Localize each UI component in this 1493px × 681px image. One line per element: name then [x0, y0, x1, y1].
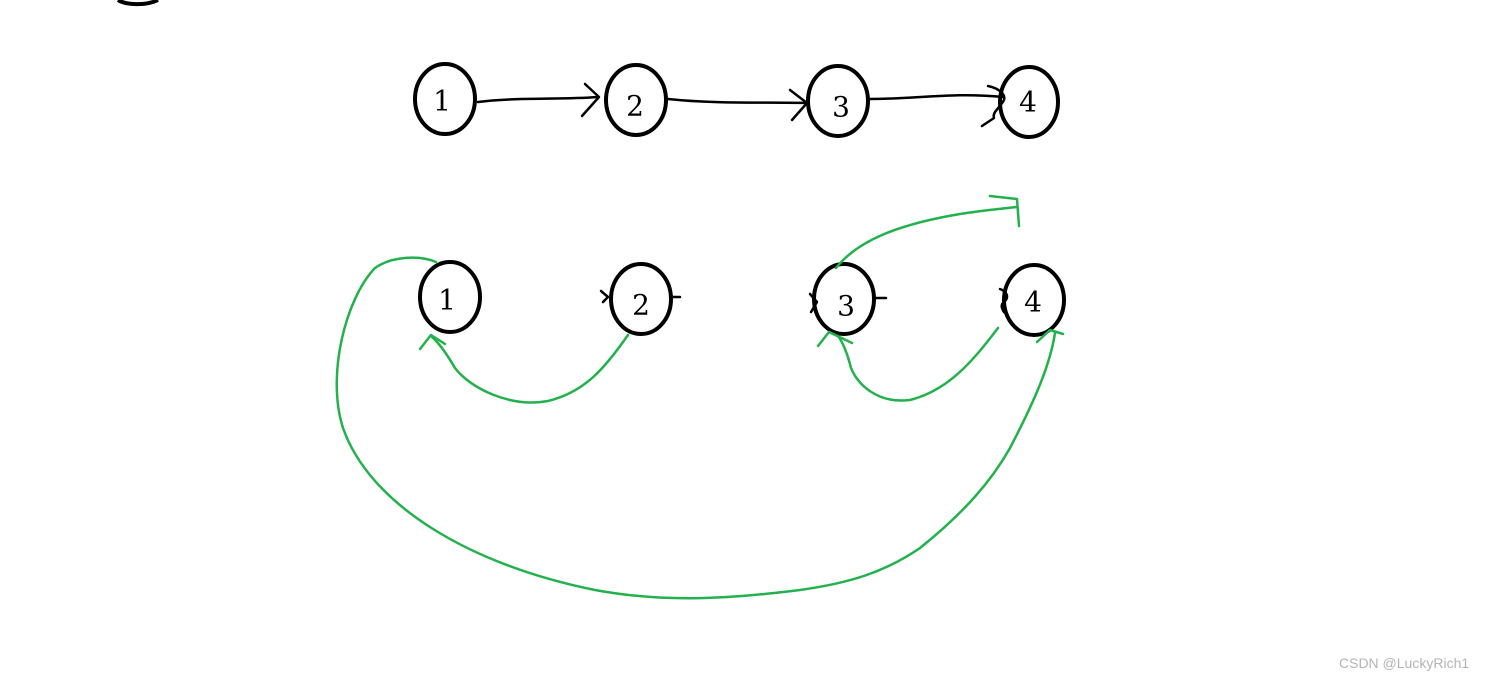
bottom-node-3: 3 [812, 262, 876, 336]
bottom-node-4: 4 [1002, 263, 1066, 337]
bottom-node-2-label: 2 [632, 289, 650, 322]
bottom-node-2-outline [609, 262, 673, 336]
top-arrow-2-to-3 [666, 97, 810, 105]
top-node-4: 4 [998, 65, 1060, 139]
green-arrowhead-1 [418, 333, 447, 351]
top-node-3-label: 3 [832, 91, 850, 124]
green-arrowhead-3 [816, 330, 854, 348]
bottom-node-2: 2 [609, 262, 673, 336]
stub-node-2-left [599, 289, 610, 304]
watermark: CSDN @LuckyRich1 [1339, 655, 1469, 671]
green-arrow-2-to-1 [430, 333, 630, 404]
top-node-3: 3 [806, 64, 870, 138]
stub-node-4-left [998, 287, 1009, 314]
top-node-2-label: 2 [626, 90, 644, 123]
top-row: 1 2 3 4 [413, 62, 1060, 139]
green-arrowhead-4 [1035, 328, 1065, 344]
bottom-node-3-label: 3 [837, 290, 855, 323]
top-arrowhead-3 [788, 88, 809, 122]
top-node-2: 2 [604, 63, 668, 137]
top-node-1-label: 1 [433, 85, 451, 118]
corner-stroke [116, 0, 159, 7]
bottom-node-1-label: 1 [438, 284, 456, 317]
stub-node-3-left [808, 292, 819, 314]
top-node-4-label: 4 [1019, 86, 1037, 119]
top-arrow-3-to-4 [868, 93, 1005, 101]
top-node-1-outline [413, 62, 477, 136]
top-node-1: 1 [413, 62, 477, 136]
bottom-row: 1 2 3 4 [335, 194, 1066, 600]
null-marker [988, 194, 1021, 228]
bottom-node-4-outline [1002, 263, 1066, 337]
top-node-4-outline [998, 65, 1060, 139]
top-arrow-1-to-2 [476, 95, 600, 104]
top-node-3-outline [806, 64, 870, 138]
green-arrow-3-to-null [834, 205, 1018, 270]
bottom-node-1: 1 [418, 260, 482, 334]
bottom-node-4-label: 4 [1024, 286, 1042, 319]
green-arrow-1-to-4 [335, 256, 1057, 600]
top-arrowhead-4 [980, 84, 1006, 128]
top-arrowhead-2 [580, 82, 601, 118]
bottom-node-1-outline [418, 260, 482, 334]
green-arrow-4-to-3 [836, 326, 1000, 402]
top-node-2-outline [604, 63, 668, 137]
